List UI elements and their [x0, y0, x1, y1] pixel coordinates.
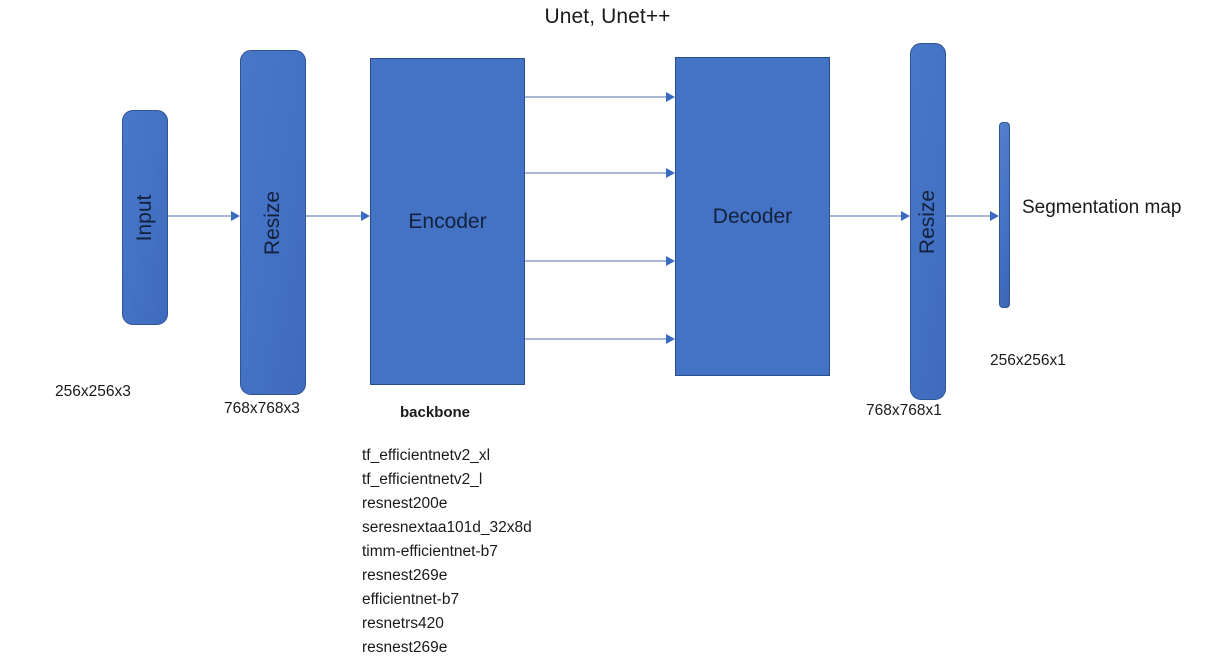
backbone-list-item: resnest269e: [362, 639, 448, 656]
caption-output-shape: 256x256x1: [990, 352, 1066, 369]
connector-resize-to-encoder: [306, 215, 361, 217]
skip-connection-4: [525, 338, 666, 340]
arrowhead-skip-3-icon: [666, 256, 675, 266]
skip-connection-1: [525, 96, 666, 98]
backbone-list-item: efficientnet-b7: [362, 591, 460, 608]
caption-input-shape: 256x256x3: [55, 383, 131, 400]
arrowhead-resize-to-encoder-icon: [361, 211, 370, 221]
block-resize-output-label: Resize: [916, 189, 939, 254]
arrowhead-decoder-to-resize-icon: [901, 211, 910, 221]
block-resize-input-label: Resize: [261, 190, 284, 255]
caption-resize-output-shape: 768x768x1: [866, 402, 942, 419]
backbone-list-item: tf_efficientnetv2_l: [362, 471, 483, 488]
arrowhead-input-to-resize-icon: [231, 211, 240, 221]
block-resize-output[interactable]: Resize: [910, 43, 946, 400]
block-input-label: Input: [133, 194, 156, 241]
connector-input-to-resize: [168, 215, 231, 217]
arrowhead-skip-4-icon: [666, 334, 675, 344]
connector-resize-to-output: [946, 215, 990, 217]
backbone-list-item: resnest200e: [362, 495, 448, 512]
arrowhead-skip-1-icon: [666, 92, 675, 102]
backbone-list-item: tf_efficientnetv2_xl: [362, 447, 491, 464]
block-decoder-label: Decoder: [712, 204, 793, 228]
backbone-list-item: timm-efficientnet-b7: [362, 543, 498, 560]
block-resize-input[interactable]: Resize: [240, 50, 306, 395]
block-output-bar[interactable]: [999, 122, 1010, 308]
caption-segmentation-map: Segmentation map: [1022, 197, 1182, 218]
skip-connection-3: [525, 260, 666, 262]
backbone-list-item: resnetrs420: [362, 615, 444, 632]
connector-decoder-to-resize: [830, 215, 901, 217]
arrowhead-resize-to-output-icon: [990, 211, 999, 221]
block-decoder[interactable]: Decoder: [675, 57, 830, 376]
caption-backbone-heading: backbone: [400, 404, 471, 421]
block-encoder[interactable]: Encoder: [370, 58, 525, 385]
block-input[interactable]: Input: [122, 110, 168, 325]
block-encoder-label: Encoder: [408, 209, 487, 233]
backbone-list-item: resnest269e: [362, 567, 448, 584]
diagram-title: Unet, Unet++: [544, 5, 671, 28]
backbone-list-item: seresnextaa101d_32x8d: [362, 519, 532, 536]
skip-connection-2: [525, 172, 666, 174]
caption-resize-input-shape: 768x768x3: [224, 400, 300, 417]
arrowhead-skip-2-icon: [666, 168, 675, 178]
